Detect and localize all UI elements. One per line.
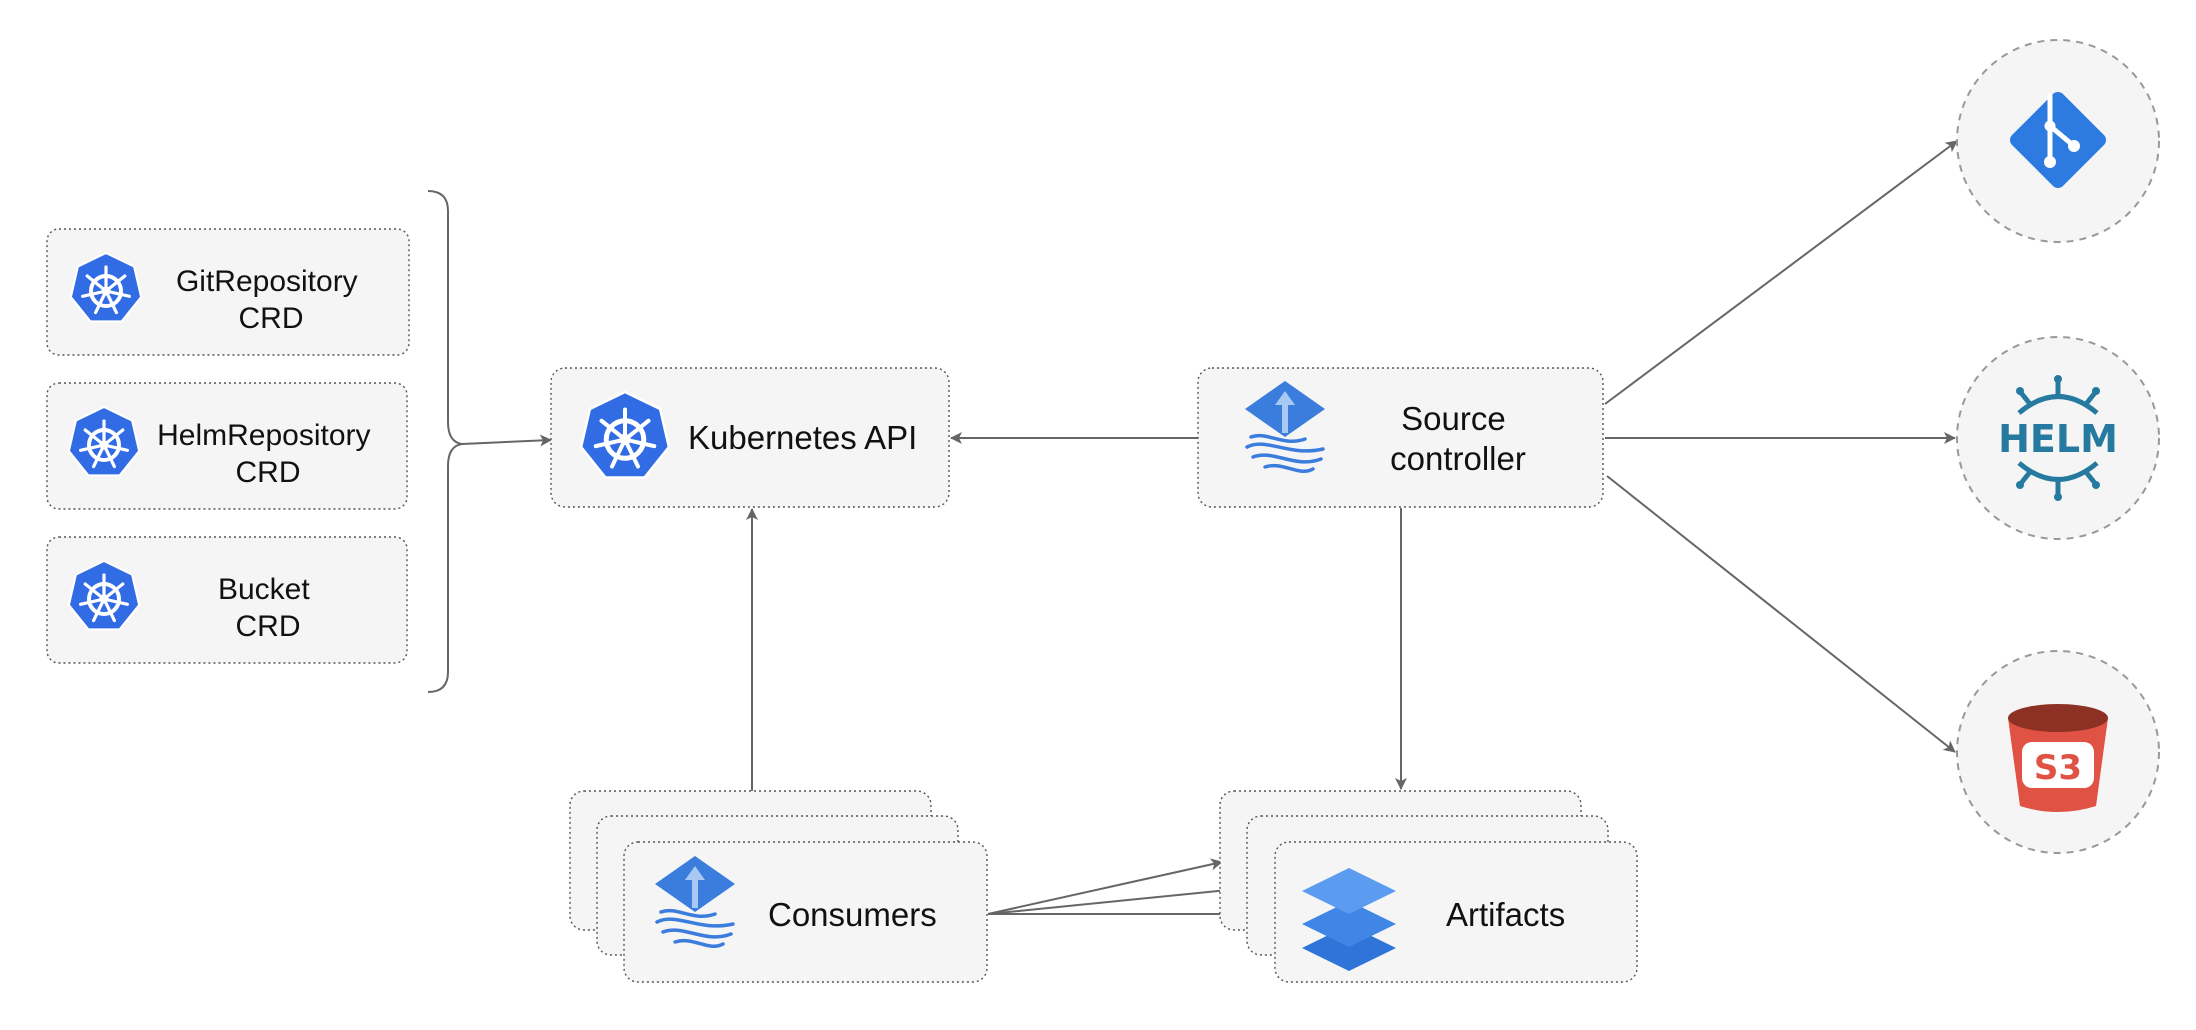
git-icon [2009, 91, 2107, 189]
edge-source-controller-to-s3 [1606, 475, 1956, 753]
helm-icon: HELM [1998, 375, 2118, 501]
crd-name: GitRepository CRD [176, 265, 366, 335]
crd-name-line2: CRD [239, 302, 304, 335]
crd-name: Bucket CRD [218, 573, 318, 643]
edge-crds-to-kubernetes-api [461, 434, 552, 447]
artifacts-stack[interactable]: Artifacts [1219, 790, 1638, 983]
crd-node-bucket[interactable]: Bucket CRD [46, 536, 408, 664]
source-controller-label: Source controller [1390, 400, 1526, 477]
kubernetes-api-label: Kubernetes API [688, 419, 917, 456]
crd-name-line1: Bucket [218, 573, 310, 606]
source-controller-node[interactable]: Source controller [1197, 367, 1604, 508]
edge-source-controller-to-git [1604, 140, 1958, 405]
s3-bucket-icon: S3 [2008, 704, 2108, 812]
consumers-label: Consumers [768, 896, 937, 933]
crd-name-line1: GitRepository [176, 265, 358, 298]
source-controller-label-line1: Source [1401, 400, 1506, 437]
edges [427, 140, 1958, 920]
crd-name-line2: CRD [236, 456, 301, 489]
helm-logo-text: HELM [1998, 417, 2118, 461]
crd-name-line2: CRD [236, 610, 301, 643]
crd-group-brace [427, 190, 463, 693]
kubernetes-api-node[interactable]: Kubernetes API [550, 367, 950, 508]
s3-logo-text: S3 [2034, 748, 2082, 788]
artifacts-label: Artifacts [1446, 896, 1565, 933]
git-source-node[interactable] [1956, 39, 2160, 243]
helm-source-node[interactable]: HELM [1956, 336, 2160, 540]
crd-name: HelmRepository CRD [157, 419, 379, 489]
source-controller-label-line2: controller [1390, 440, 1526, 477]
crd-name-line1: HelmRepository [157, 419, 370, 452]
layers-icon [1302, 868, 1396, 971]
edge-consumers-to-artifact-2 [987, 883, 1249, 915]
crd-node-helmrepository[interactable]: HelmRepository CRD [46, 382, 408, 510]
crd-node-gitrepository[interactable]: GitRepository CRD [46, 228, 410, 356]
edge-consumers-to-artifact-1 [987, 858, 1223, 915]
consumers-stack[interactable]: Consumers [569, 790, 988, 983]
s3-source-node[interactable]: S3 [1956, 650, 2160, 854]
